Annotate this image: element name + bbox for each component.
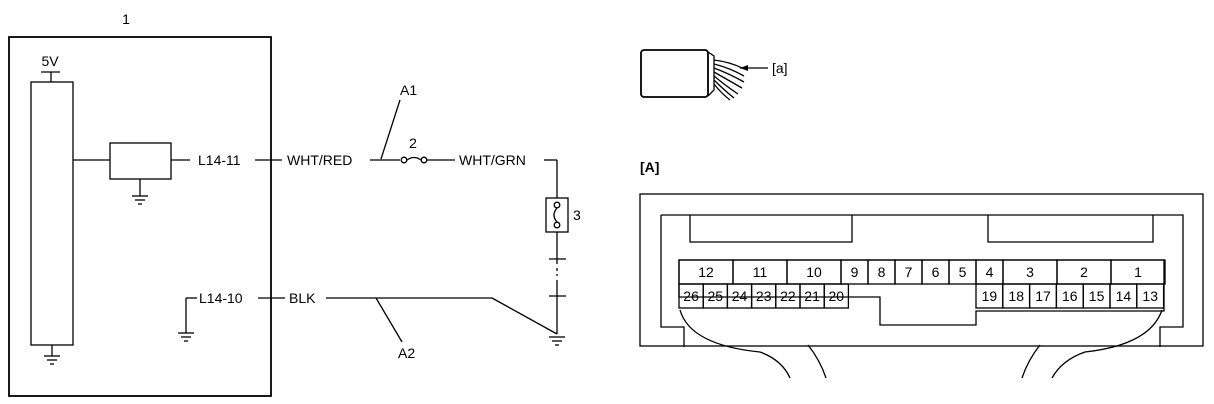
signal-circuit: L14-11 WHT/RED 2 WHT/GRN A1 xyxy=(198,82,558,198)
input-circuit-ground-icon xyxy=(132,179,148,205)
inline-connector-icon xyxy=(400,156,428,164)
connector-view-label: [A] xyxy=(640,159,659,175)
pin-bottom-25: 25 xyxy=(708,288,724,304)
harness-label: [a] xyxy=(772,60,788,76)
pin-bottom-20: 20 xyxy=(829,288,845,304)
pin-top-1: 1 xyxy=(1134,264,1142,280)
pin-top-4: 4 xyxy=(986,264,994,280)
pin-top-9: 9 xyxy=(851,264,859,280)
pin-bottom-14: 14 xyxy=(1116,288,1132,304)
pin-top-3: 3 xyxy=(1026,264,1034,280)
pin-bottom-24: 24 xyxy=(732,288,748,304)
pin-bottom-26: 26 xyxy=(683,288,699,304)
pin-top-10: 10 xyxy=(806,264,822,280)
pin-top-5: 5 xyxy=(959,264,967,280)
switch-component: 3 xyxy=(545,197,581,346)
input-circuit-block xyxy=(109,142,172,180)
pin-bottom-20-cell xyxy=(823,283,850,309)
signal-terminal-label: L14-11 xyxy=(198,152,241,168)
signal-wire-color-1: WHT/RED xyxy=(287,152,352,168)
pin-bottom-13: 13 xyxy=(1142,288,1158,304)
supply-voltage-label: 5V xyxy=(41,53,59,69)
callout-a2-leader xyxy=(375,297,403,343)
pin-bottom-18: 18 xyxy=(1008,288,1024,304)
pin-top-6: 6 xyxy=(932,264,940,280)
callout-a2: A2 xyxy=(398,345,415,361)
ground-terminal-label: L14-10 xyxy=(199,290,243,306)
connector-ref-number: 2 xyxy=(409,135,417,151)
exit-wires-icon xyxy=(679,309,1163,379)
ground-wire-color: BLK xyxy=(289,290,316,306)
signal-wire-color-2: WHT/GRN xyxy=(459,152,526,168)
lock-contour xyxy=(689,215,1154,243)
switch-ref-number: 3 xyxy=(573,207,581,223)
pin-bottom-23: 23 xyxy=(756,288,772,304)
terminal-ground-icon xyxy=(178,297,197,342)
pin-top-12: 12 xyxy=(698,264,714,280)
ecu-ground-icon xyxy=(44,345,60,365)
wire-bundle-icon xyxy=(713,59,745,101)
pin-bottom-19: 19 xyxy=(982,288,998,304)
ground-circuit: L14-10 BLK A2 xyxy=(178,290,558,361)
ecu-unit: 1 5V xyxy=(8,11,272,397)
harness-connector-illustration: [a] xyxy=(640,49,788,101)
pin-bottom-22: 22 xyxy=(780,288,796,304)
switch-contact-icon xyxy=(553,201,561,229)
pin-bottom-17: 17 xyxy=(1035,288,1051,304)
connector-body-icon xyxy=(640,49,709,98)
pin-bottom-13-cell xyxy=(1136,283,1165,309)
pin-bottom-15: 15 xyxy=(1089,288,1105,304)
switch-ground-icon xyxy=(549,336,565,346)
callout-a1-leader xyxy=(380,99,401,160)
ecu-ref-number: 1 xyxy=(122,11,130,27)
callout-a1: A1 xyxy=(400,82,417,98)
pin-bottom-21: 21 xyxy=(804,288,820,304)
pin-top-8: 8 xyxy=(878,264,886,280)
ecu-housing xyxy=(8,36,272,397)
pin-top-7: 7 xyxy=(905,264,913,280)
switch-box xyxy=(545,197,569,233)
pin-top-2: 2 xyxy=(1080,264,1088,280)
pin-bottom-16: 16 xyxy=(1062,288,1078,304)
pin-top-11: 11 xyxy=(753,264,768,280)
ecu-internal-module xyxy=(30,81,74,346)
connector-shell xyxy=(639,193,1204,347)
